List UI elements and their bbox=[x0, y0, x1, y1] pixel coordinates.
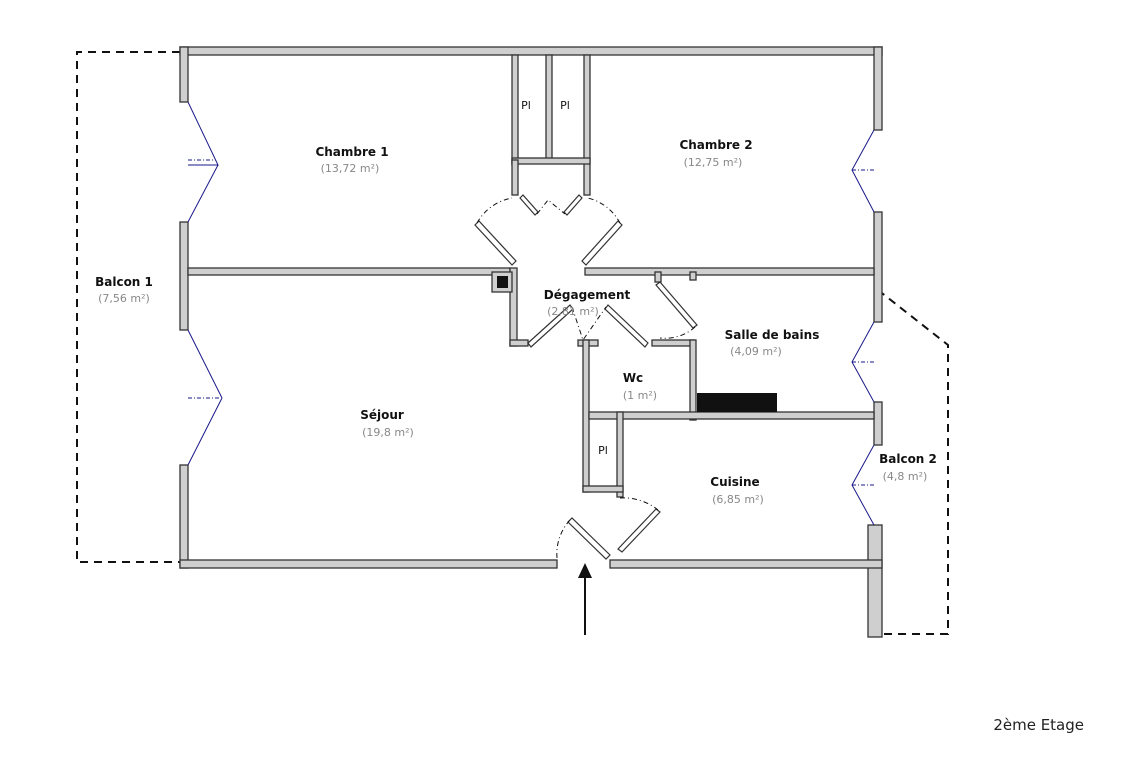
room-name-chambre2: Chambre 2 bbox=[679, 138, 752, 152]
placard-label: Pl bbox=[521, 99, 531, 112]
floor-label: 2ème Etage bbox=[993, 716, 1084, 734]
room-area-sejour: (19,8 m²) bbox=[362, 426, 414, 439]
placard-label: Pl bbox=[598, 444, 608, 457]
room-name-balcon1: Balcon 1 bbox=[95, 275, 153, 289]
room-name-cuisine: Cuisine bbox=[710, 475, 759, 489]
room-area-chambre2: (12,75 m²) bbox=[684, 156, 743, 169]
placard-label: Pl bbox=[560, 99, 570, 112]
room-name-wc: Wc bbox=[623, 371, 643, 385]
room-area-wc: (1 m²) bbox=[623, 389, 657, 402]
room-area-balcon2: (4,8 m²) bbox=[883, 470, 928, 483]
room-name-chambre1: Chambre 1 bbox=[315, 145, 388, 159]
room-area-chambre1: (13,72 m²) bbox=[321, 162, 380, 175]
room-area-cuisine: (6,85 m²) bbox=[712, 493, 764, 506]
room-area-degagement: (2,81 m²) bbox=[547, 305, 599, 318]
doors bbox=[474, 194, 698, 560]
balcon2-outline bbox=[877, 289, 949, 635]
entrance-arrow-icon bbox=[578, 563, 592, 635]
room-area-salle-de-bains: (4,09 m²) bbox=[730, 345, 782, 358]
windows bbox=[187, 101, 875, 526]
room-name-degagement: Dégagement bbox=[544, 288, 631, 302]
room-name-sejour: Séjour bbox=[360, 408, 404, 422]
walls bbox=[179, 46, 883, 638]
room-area-balcon1: (7,56 m²) bbox=[98, 292, 150, 305]
balcon1-outline bbox=[76, 51, 180, 563]
room-name-salle-de-bains: Salle de bains bbox=[725, 328, 820, 342]
room-name-balcon2: Balcon 2 bbox=[879, 452, 937, 466]
